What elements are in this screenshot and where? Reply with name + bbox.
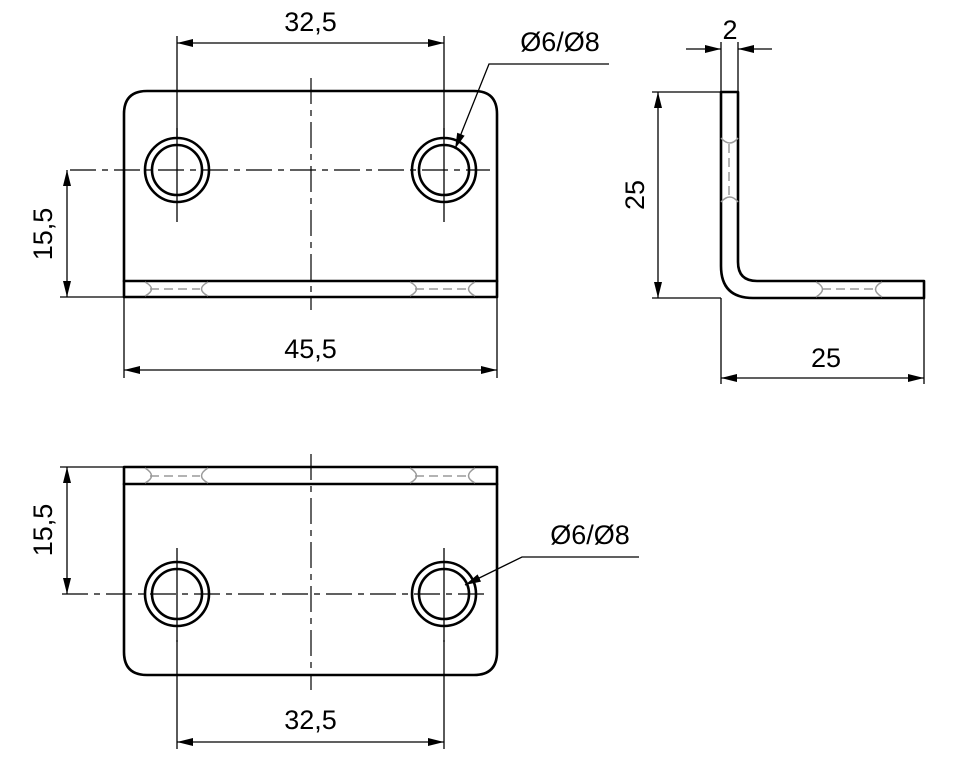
top-view-hole-spacing-label: 32,5 <box>284 7 337 37</box>
side-view-height-label: 25 <box>620 180 650 210</box>
side-view-length-label: 25 <box>811 343 841 373</box>
top-view-hole-callout-label: Ø6/Ø8 <box>520 27 600 57</box>
side-view-profile <box>719 90 926 300</box>
bottom-view-center-lines <box>62 454 490 690</box>
top-view-center-lines <box>70 78 490 310</box>
bottom-view-hole-callout-label: Ø6/Ø8 <box>550 520 630 550</box>
top-view-hole-offset-label: 15,5 <box>28 208 58 261</box>
top-view-total-width-label: 45,5 <box>284 334 337 364</box>
bottom-view-hidden-features <box>144 467 476 484</box>
bottom-view-plate-outline <box>122 465 499 677</box>
top-view-hidden-features <box>144 281 476 297</box>
bottom-view-hole-callout-leader <box>464 556 639 586</box>
bottom-view-hole-spacing-label: 32,5 <box>284 705 337 735</box>
side-view-hidden-features <box>720 137 883 298</box>
top-view-hole-callout-leader <box>454 63 609 150</box>
bottom-view-hole-offset-label: 15,5 <box>28 504 58 557</box>
side-view-extension-lines <box>652 42 925 384</box>
top-view: 32,5 15,5 45,5 Ø6/Ø8 <box>28 7 609 378</box>
top-view-plate-outline <box>122 89 499 299</box>
bottom-view: 15,5 Ø6/Ø8 32,5 <box>28 454 639 749</box>
side-view-thickness-label: 2 <box>722 15 737 45</box>
top-view-extension-lines <box>60 36 498 378</box>
bottom-view-extension-lines <box>60 466 445 749</box>
side-view: 2 25 25 <box>620 15 926 384</box>
